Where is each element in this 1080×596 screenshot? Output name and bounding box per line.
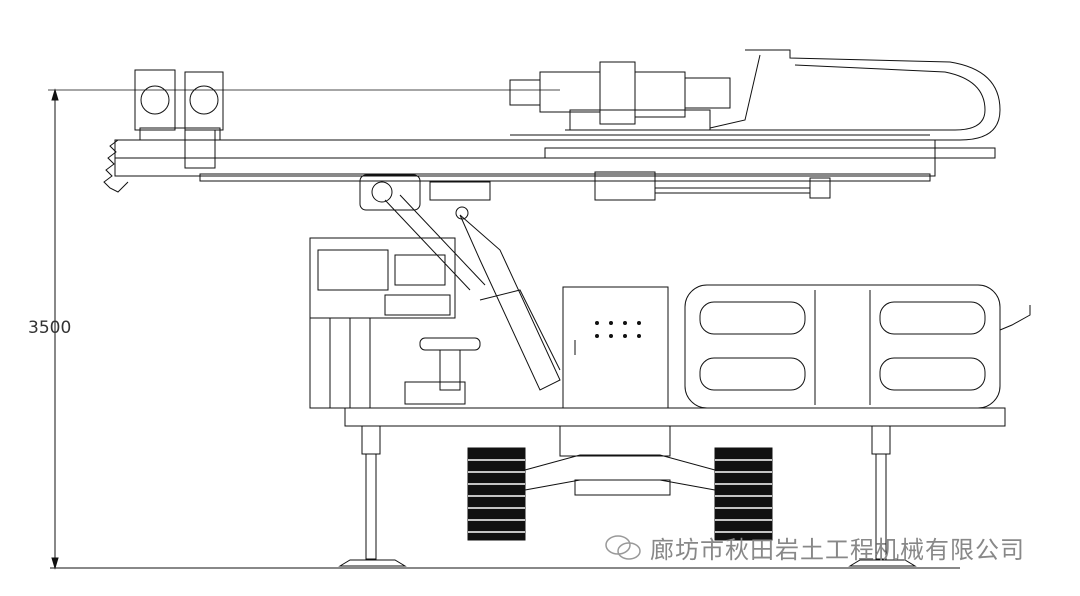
height-dimension-label: 3500 [28,318,72,338]
control-panel [309,237,481,409]
watermark-company-name: 廊坊市秋田岩土工程机械有限公司 [650,536,1025,564]
crawler-tracks [467,447,773,541]
rotary-head [509,61,731,131]
electric-cabinet [562,286,669,409]
mast [103,139,996,193]
chassis [344,407,1006,496]
drag-chain [510,49,1001,141]
clamp-units [134,69,224,169]
wechat-icon [605,534,641,560]
outrigger-legs [338,425,917,567]
power-pack-cover [684,284,1031,409]
watermark: 廊坊市秋田岩土工程机械有限公司 [604,530,1025,565]
height-dimension-line [48,88,560,570]
boom-linkage [359,171,831,391]
